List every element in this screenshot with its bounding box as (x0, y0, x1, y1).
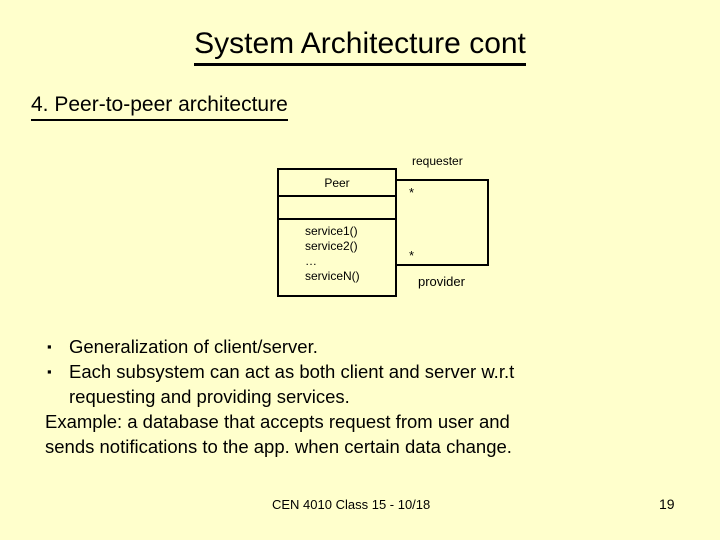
uml-operation: service2() (305, 239, 358, 253)
section-heading: 4. Peer-to-peer architecture (31, 92, 288, 121)
section-heading-text: 4. Peer-to-peer architecture (31, 92, 288, 121)
example-paragraph-line-1: Example: a database that accepts request… (45, 411, 510, 432)
uml-class-name: Peer (279, 170, 395, 197)
page-title-text: System Architecture cont (194, 26, 526, 66)
association-multiplicity-bottom: * (409, 248, 415, 263)
bullet-item-continuation: requesting and providing services. (69, 386, 350, 407)
bullet-item: ▪ Generalization of client/server. (45, 334, 695, 359)
uml-operations-compartment: service1() service2() … serviceN() (279, 220, 395, 295)
bullet-item: ▪ Each subsystem can act as both client … (45, 359, 695, 384)
example-paragraph-line-2: sends notifications to the app. when cer… (45, 436, 512, 457)
square-bullet-icon: ▪ (47, 364, 52, 379)
bullet-item-label: Each subsystem can act as both client an… (69, 361, 515, 382)
uml-operation: service1() (305, 224, 358, 238)
uml-class-box-peer: Peer service1() service2() … serviceN() (277, 168, 397, 297)
page-title: System Architecture cont (0, 26, 720, 66)
square-bullet-icon: ▪ (47, 339, 52, 354)
bullet-item-label: Generalization of client/server. (69, 336, 318, 357)
footer-course-label: CEN 4010 Class 15 - 10/18 (272, 497, 431, 512)
uml-operation: serviceN() (305, 269, 360, 283)
association-multiplicity-top: * (409, 185, 415, 200)
association-line-top (397, 179, 489, 181)
association-line-bottom (397, 264, 489, 266)
uml-attributes-compartment (279, 197, 395, 220)
uml-operation-ellipsis: … (305, 254, 317, 268)
association-role-requester: requester (412, 154, 463, 168)
association-role-provider: provider (418, 274, 465, 289)
association-line-right (487, 179, 489, 266)
footer-page-number: 19 (659, 496, 675, 512)
body-content: ▪ Generalization of client/server. ▪ Eac… (45, 334, 695, 459)
